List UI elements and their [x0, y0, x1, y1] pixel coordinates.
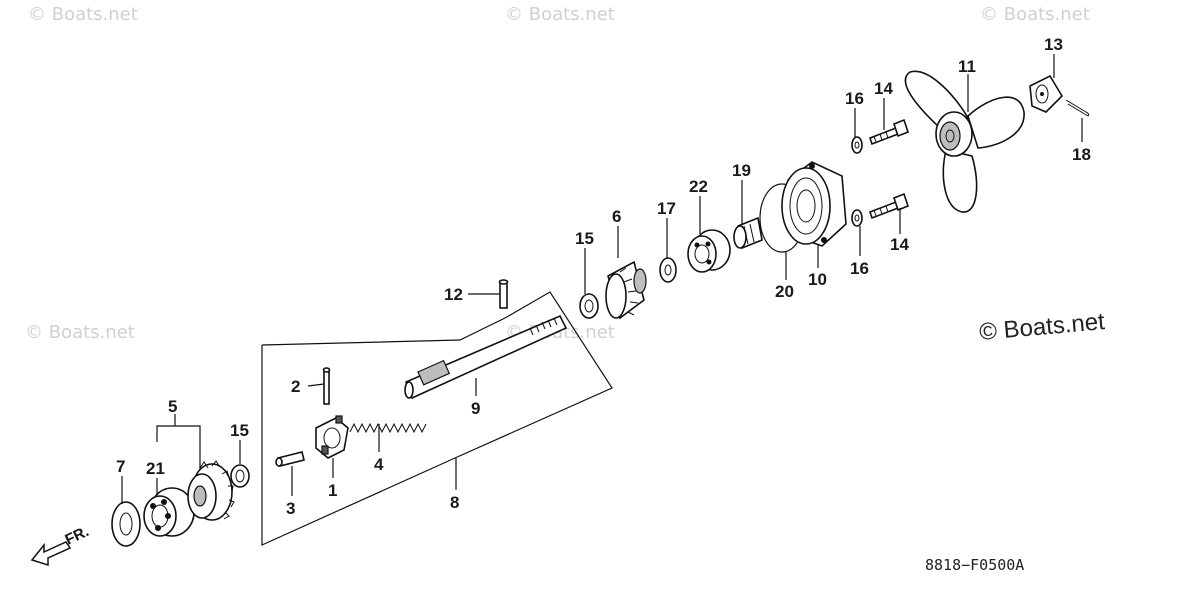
part-label-19: 19	[732, 161, 751, 180]
part-label-14-upper: 14	[874, 79, 893, 98]
part-label-15-lower: 15	[230, 421, 249, 440]
diagram-code: 8818−F0500A	[925, 556, 1024, 574]
watermark: © Boats.net	[25, 322, 135, 343]
part-label-10: 10	[808, 270, 827, 289]
part-label-12: 12	[444, 285, 463, 304]
part-16-washer-lower	[851, 209, 863, 227]
part-label-21: 21	[146, 459, 165, 478]
part-5-forward-gear	[187, 460, 235, 521]
part-6-reverse-gear	[605, 260, 647, 320]
part-14-bolt-upper	[868, 118, 909, 146]
part-15-washer-lower	[230, 464, 250, 488]
part-1-clutch	[315, 415, 349, 459]
front-direction-arrow: FR.	[30, 523, 92, 567]
part-label-9: 9	[471, 399, 480, 418]
part-9-propeller-shaft	[404, 314, 568, 400]
part-label-18: 18	[1072, 145, 1091, 164]
front-label: FR.	[63, 523, 92, 549]
part-12-pin	[498, 279, 509, 309]
part-16-washer-upper	[851, 136, 863, 154]
leader-lines	[121, 54, 1083, 504]
part-3-pin	[275, 451, 305, 467]
assembly-8-bracket	[261, 291, 613, 546]
part-13-propeller-nut	[1029, 74, 1064, 113]
part-label-6: 6	[612, 207, 621, 226]
part-label-11: 11	[958, 57, 976, 76]
part-21-bearing	[143, 487, 195, 537]
part-label-8: 8	[450, 493, 459, 512]
part-19-needle-bearing	[733, 216, 763, 250]
part-15-washer-upper	[579, 293, 599, 319]
part-label-4: 4	[374, 455, 384, 474]
part-label-5: 5	[168, 397, 177, 416]
part-label-3: 3	[286, 499, 295, 518]
copyright-notice: © Boats.net	[978, 308, 1106, 346]
part-22-bearing	[687, 229, 731, 273]
part-2-pin	[322, 367, 331, 405]
part-label-2: 2	[291, 377, 300, 396]
part-11-propeller	[904, 70, 1025, 213]
part-4-spring	[349, 422, 427, 434]
part-label-7: 7	[116, 457, 125, 476]
watermark: © Boats.net	[980, 4, 1090, 25]
part-7-shim	[111, 501, 141, 547]
part-label-13: 13	[1044, 35, 1063, 54]
part-label-16-lower: 16	[850, 259, 869, 278]
part-label-15-upper: 15	[575, 229, 594, 248]
part-label-16-upper: 16	[845, 89, 864, 108]
part-label-22: 22	[689, 177, 708, 196]
part-18-cotter-pin	[1065, 99, 1090, 117]
part-14-bolt-lower	[868, 192, 909, 220]
part-label-1: 1	[328, 481, 337, 500]
part-17-washer	[659, 257, 677, 283]
part-label-14-lower: 14	[890, 235, 909, 254]
part-label-17: 17	[657, 199, 676, 218]
part-10-bearing-holder	[781, 161, 847, 247]
watermark: © Boats.net	[28, 4, 138, 25]
watermark: © Boats.net	[505, 4, 615, 25]
part-label-20: 20	[775, 282, 794, 301]
